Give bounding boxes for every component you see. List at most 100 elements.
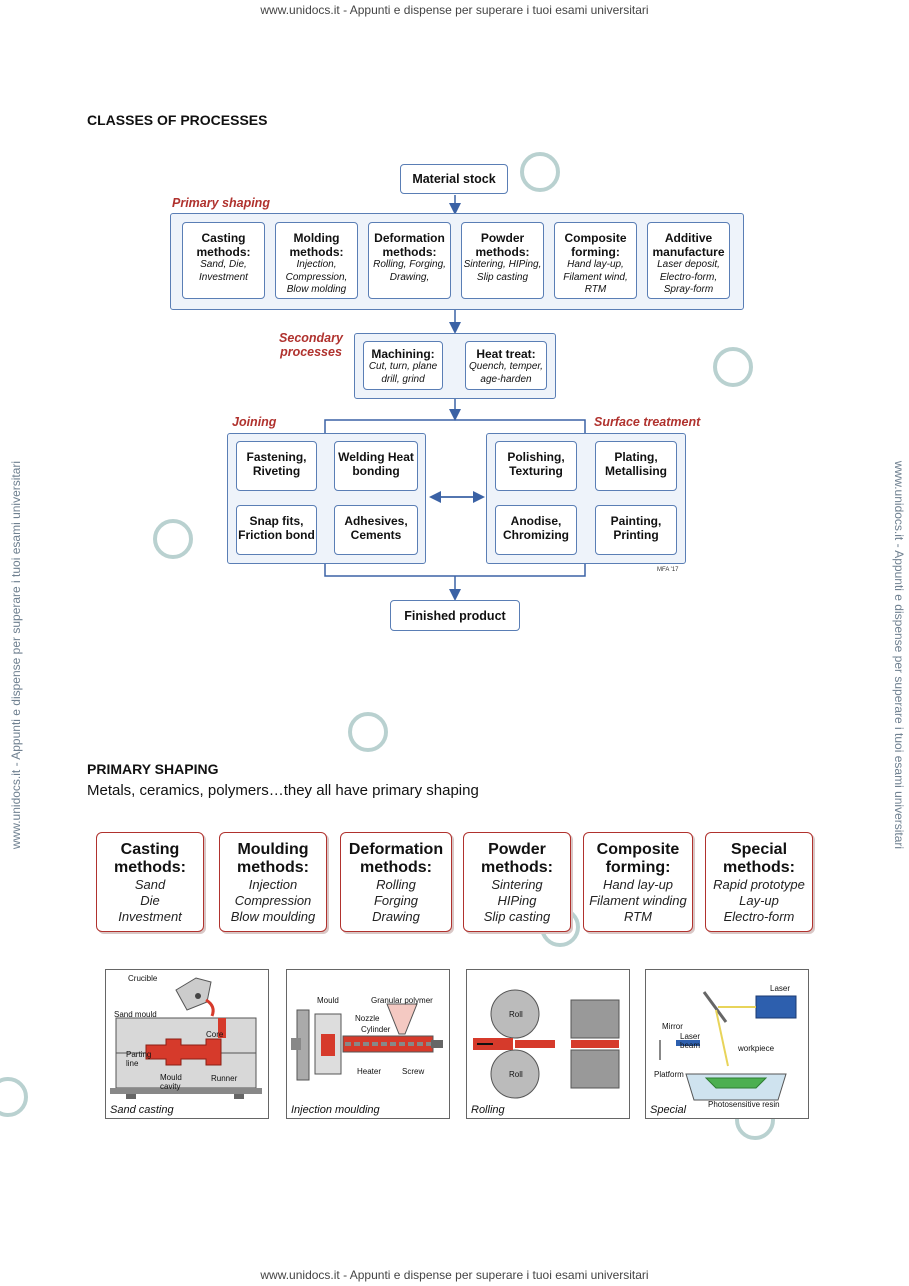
joining-welding-box: Welding Heat bonding: [334, 441, 418, 491]
label-cylinder: Cylinder: [361, 1025, 391, 1034]
label-parting-line: Parting line: [126, 1050, 152, 1068]
method-item: Injection: [248, 877, 298, 892]
primary-casting-items: Sand, Die, Investment: [199, 259, 248, 283]
joining-fastening-box: Fastening, Riveting: [236, 441, 317, 491]
joining-snap-fits-label: Snap fits, Friction bond: [238, 514, 315, 542]
surface-polishing-box: Polishing, Texturing: [495, 441, 577, 491]
method-item: Sand: [134, 877, 166, 892]
label-granular-polymer: Granular polymer: [371, 996, 433, 1005]
joining-adhesives-label: Adhesives, Cements: [344, 514, 408, 542]
label-mould-cavity: Mould cavity: [160, 1073, 182, 1091]
finished-product-label: Finished product: [404, 609, 506, 623]
method-powder-card: Powder methods: Sintering HIPing Slip ca…: [463, 832, 571, 932]
flow-connectors: [324, 195, 586, 601]
sand-casting-illustration: Crucible Sand mould Core Parting line Mo…: [105, 969, 269, 1119]
primary-molding-box: Molding methods: Injection, Compression,…: [275, 222, 358, 299]
method-item: Blow moulding: [230, 909, 316, 924]
label-runner: Runner: [211, 1074, 238, 1083]
method-item: Forging: [373, 893, 419, 908]
injection-moulding-drawing: [291, 1003, 443, 1081]
label-platform: Platform: [654, 1070, 684, 1079]
material-stock-box: Material stock: [400, 164, 508, 194]
surface-plating-box: Plating, Metallising: [595, 441, 677, 491]
injection-moulding-illustration: Mould Granular polymer Nozzle Cylinder H…: [286, 969, 450, 1119]
primary-deformation-box: Deformation methods: Rolling, Forging, D…: [368, 222, 451, 299]
label-mirror: Mirror: [662, 1022, 683, 1031]
primary-deformation-title: Deformation methods:: [374, 231, 445, 259]
sand-casting-drawing: [110, 977, 262, 1099]
special-illustration: Laser Mirror Laser beam workpiece Platfo…: [645, 969, 809, 1119]
method-item: RTM: [624, 909, 652, 924]
rolling-illustration: Roll Roll Rolling: [466, 969, 630, 1119]
primary-powder-title: Powder methods:: [475, 231, 530, 259]
secondary-heat-treat-box: Heat treat: Quench, temper, age-harden: [465, 341, 547, 390]
surface-treatment-label: Surface treatment: [594, 415, 701, 429]
label-roll-bottom: Roll: [509, 1070, 523, 1079]
unidocs-logo-icon: [713, 347, 753, 387]
method-casting-card: Casting methods: Sand Die Investment: [96, 832, 204, 932]
joining-snap-fits-box: Snap fits, Friction bond: [236, 505, 317, 555]
primary-casting-box: Casting methods: Sand, Die, Investment: [182, 222, 265, 299]
unidocs-logo-icon: [520, 152, 560, 192]
surface-anodise-label: Anodise, Chromizing: [503, 514, 569, 542]
joining-welding-label: Welding Heat bonding: [338, 450, 414, 478]
unidocs-logo-icon: [0, 1077, 28, 1117]
method-composite-card: Composite forming: Hand lay-up Filament …: [583, 832, 693, 932]
method-title: Special methods:: [723, 841, 795, 876]
method-special-card: Special methods: Rapid prototype Lay-up …: [705, 832, 813, 932]
label-laser-beam: Laser beam: [680, 1032, 701, 1050]
method-item: Hand lay-up: [602, 877, 674, 892]
primary-molding-items: Injection, Compression, Blow molding: [285, 259, 348, 295]
method-item: Investment: [118, 909, 182, 924]
method-item: Die: [140, 893, 160, 908]
secondary-machining-box: Machining: Cut, turn, plane drill, grind: [363, 341, 443, 390]
finished-product-box: Finished product: [390, 600, 520, 631]
label-workpiece: workpiece: [738, 1044, 775, 1053]
surface-anodise-box: Anodise, Chromizing: [495, 505, 577, 555]
label-sand-mould: Sand mould: [114, 1010, 157, 1019]
primary-composite-title: Composite forming:: [564, 231, 627, 259]
mfa-credit: MFA '17: [657, 567, 679, 573]
label-screw: Screw: [402, 1067, 425, 1076]
material-stock-label: Material stock: [412, 172, 496, 186]
joining-adhesives-box: Adhesives, Cements: [334, 505, 418, 555]
rolling-caption: Rolling: [471, 1104, 505, 1116]
secondary-heat-treat-items: Quench, temper, age-harden: [469, 361, 543, 385]
method-item: Compression: [234, 893, 312, 908]
sand-casting-caption: Sand casting: [110, 1104, 174, 1116]
surface-painting-box: Painting, Printing: [595, 505, 677, 555]
primary-powder-items: Sintering, HIPing, Slip casting: [463, 259, 542, 283]
primary-additive-title: Additive manufacture: [652, 231, 725, 259]
unidocs-logo-icon: [348, 712, 388, 752]
label-nozzle: Nozzle: [355, 1014, 380, 1023]
section-heading-classes: CLASSES OF PROCESSES: [87, 112, 268, 128]
secondary-heat-treat-title: Heat treat:: [476, 347, 536, 361]
watermark-top: www.unidocs.it - Appunti e dispense per …: [260, 3, 649, 17]
method-item: Drawing: [372, 909, 420, 924]
label-mould: Mould: [317, 996, 339, 1005]
primary-additive-items: Laser deposit, Electro-form, Spray-form: [657, 259, 720, 295]
secondary-machining-items: Cut, turn, plane drill, grind: [368, 361, 438, 385]
watermark-bottom: www.unidocs.it - Appunti e dispense per …: [260, 1268, 649, 1282]
joining-fastening-label: Fastening, Riveting: [246, 450, 307, 478]
primary-deformation-items: Rolling, Forging, Drawing,: [373, 259, 446, 283]
rolling-drawing: [473, 989, 620, 1099]
label-core: Core: [206, 1030, 224, 1039]
unidocs-logo-icon: [153, 519, 193, 559]
method-deformation-card: Deformation methods: Rolling Forging Dra…: [340, 832, 452, 932]
method-item: Rapid prototype: [713, 877, 805, 892]
method-item: Lay-up: [739, 893, 779, 908]
section-heading-primary: PRIMARY SHAPING: [87, 761, 219, 777]
primary-composite-box: Composite forming: Hand lay-up, Filament…: [554, 222, 637, 299]
special-caption: Special: [650, 1104, 687, 1116]
label-heater: Heater: [357, 1067, 382, 1076]
label-photosensitive-resin: Photosensitive resin: [708, 1100, 780, 1109]
label-laser: Laser: [770, 984, 791, 993]
primary-shaping-label: Primary shaping: [172, 196, 270, 210]
primary-composite-items: Hand lay-up, Filament wind, RTM: [563, 259, 628, 295]
secondary-processes-label: Secondary processes: [279, 331, 343, 359]
primary-powder-box: Powder methods: Sintering, HIPing, Slip …: [461, 222, 544, 299]
method-item: Sintering: [491, 877, 543, 892]
secondary-machining-title: Machining:: [371, 347, 435, 361]
label-crucible: Crucible: [128, 974, 158, 983]
